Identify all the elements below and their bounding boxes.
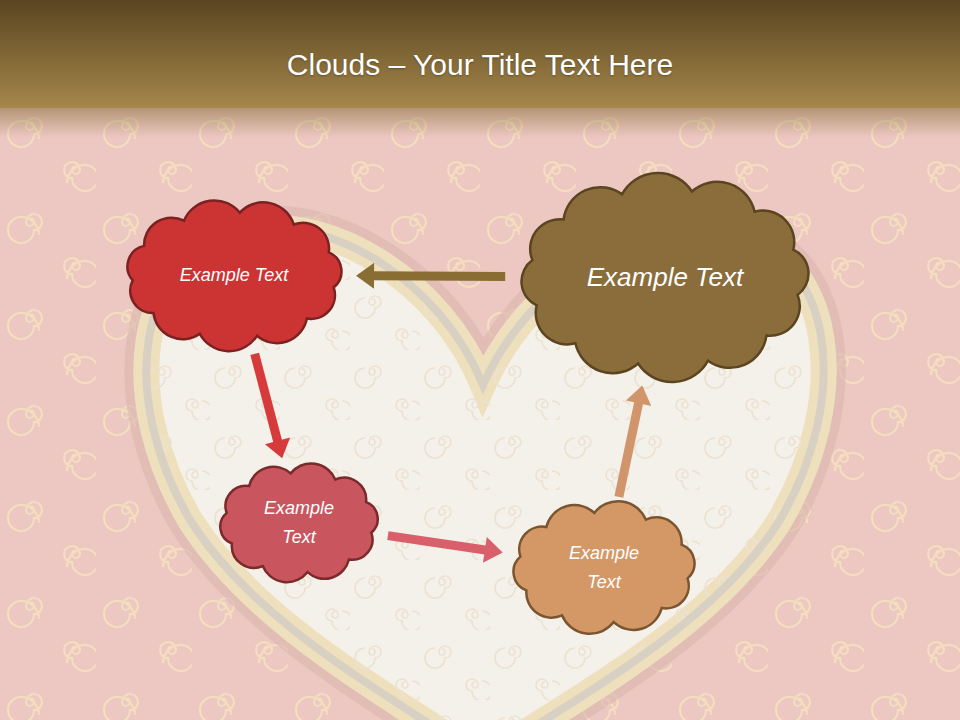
arrow-head xyxy=(483,537,503,563)
arrow-shaft xyxy=(388,536,487,551)
block-arrow xyxy=(356,263,505,289)
cloud-node: Example Text xyxy=(110,195,358,355)
cloud-outline xyxy=(513,501,694,633)
arrow-shaft xyxy=(255,354,278,443)
block-arrow xyxy=(388,536,503,563)
cloud-shape xyxy=(209,459,389,587)
cloud-outline xyxy=(220,463,377,582)
cloud-label: Example Text xyxy=(559,539,649,597)
cloud-outline xyxy=(127,200,341,351)
cloud-label: Example Text xyxy=(587,257,744,299)
cloud-node: Example Text xyxy=(500,165,830,390)
block-arrow xyxy=(255,354,290,459)
cloud-node: Example Text xyxy=(500,497,708,638)
slide-title: Clouds – Your Title Text Here xyxy=(0,48,960,82)
block-arrow xyxy=(619,386,651,497)
arrow-head xyxy=(265,438,290,459)
cloud-outline xyxy=(521,173,808,382)
arrow-shaft xyxy=(619,401,639,497)
cloud-label: Example Text xyxy=(254,494,344,552)
arrow-head xyxy=(356,263,374,289)
arrow-shaft xyxy=(372,271,505,281)
cloud-node: Example Text xyxy=(209,459,389,587)
cloud-label: Example Text xyxy=(180,261,288,290)
arrow-head xyxy=(626,386,651,406)
cloud-shape xyxy=(500,497,708,638)
